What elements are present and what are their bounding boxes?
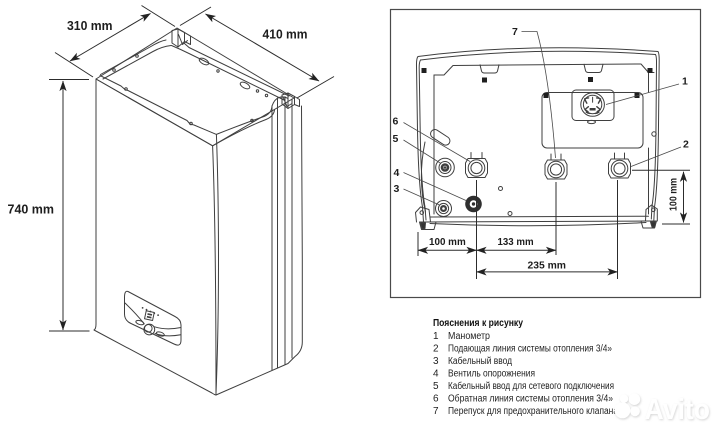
svg-text:Перепуск для предохранительног: Перепуск для предохранительного клапана bbox=[448, 406, 618, 417]
svg-text:740 mm: 740 mm bbox=[8, 202, 55, 217]
svg-text:100 mm: 100 mm bbox=[668, 178, 680, 211]
svg-text:3: 3 bbox=[433, 356, 439, 367]
svg-text:Подающая линия системы отоплен: Подающая линия системы отопления 3/4» bbox=[448, 344, 612, 355]
svg-text:133 mm: 133 mm bbox=[498, 236, 534, 248]
svg-text:4: 4 bbox=[394, 167, 400, 179]
svg-text:Обратная линия системы отоплен: Обратная линия системы отопления 3/4» bbox=[448, 393, 613, 405]
svg-text:310 mm: 310 mm bbox=[67, 18, 113, 33]
svg-text:Манометр: Манометр bbox=[448, 331, 490, 342]
svg-text:235 mm: 235 mm bbox=[528, 260, 567, 272]
svg-text:4: 4 bbox=[433, 369, 439, 380]
svg-text:3: 3 bbox=[394, 183, 400, 195]
svg-text:410 mm: 410 mm bbox=[263, 27, 308, 42]
svg-text:Пояснения к рисунку: Пояснения к рисунку bbox=[433, 317, 523, 329]
svg-text:1: 1 bbox=[433, 331, 439, 342]
svg-text:6: 6 bbox=[393, 116, 399, 128]
svg-text:1: 1 bbox=[682, 76, 688, 88]
svg-text:Кабельный ввод для сетевого по: Кабельный ввод для сетевого подключения bbox=[448, 380, 614, 392]
svg-text:2: 2 bbox=[683, 139, 689, 151]
svg-text:7: 7 bbox=[433, 406, 439, 417]
svg-text:2: 2 bbox=[433, 344, 439, 355]
svg-text:5: 5 bbox=[393, 133, 399, 145]
svg-text:6: 6 bbox=[433, 394, 439, 405]
svg-text:5: 5 bbox=[433, 381, 439, 392]
svg-text:100 mm: 100 mm bbox=[429, 236, 466, 248]
svg-text:Кабельный ввод: Кабельный ввод bbox=[448, 355, 512, 367]
svg-text:7: 7 bbox=[512, 26, 518, 38]
svg-text:Вентиль опорожнения: Вентиль опорожнения bbox=[448, 369, 535, 380]
